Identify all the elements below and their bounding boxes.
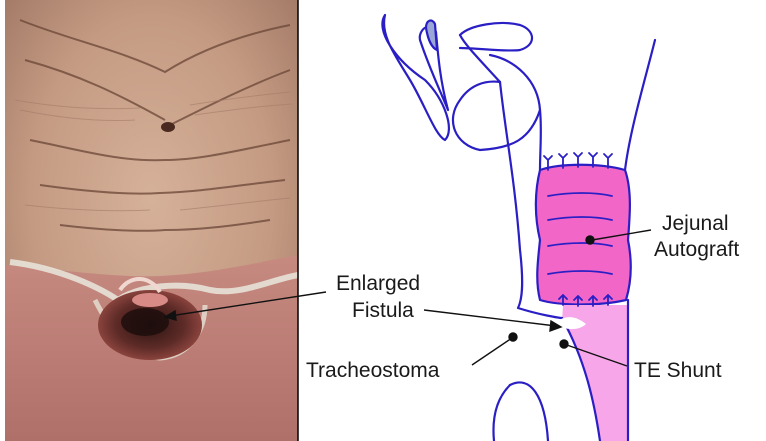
clinical-photo xyxy=(5,0,298,441)
te-shunt-dot xyxy=(560,340,568,348)
label-jejunal-line1: Jejunal xyxy=(662,212,729,235)
label-enlarged-line1: Enlarged xyxy=(336,272,420,295)
jejunal-dot xyxy=(586,236,594,244)
label-te-shunt: TE Shunt xyxy=(634,359,722,382)
label-tracheostoma: Tracheostoma xyxy=(306,359,440,382)
tracheostoma-dot xyxy=(509,333,517,341)
label-jejunal-line2: Autograft xyxy=(654,238,739,261)
tracheostoma-leader xyxy=(472,338,512,365)
label-enlarged-line2: Fistula xyxy=(352,299,414,322)
jejunal-autograft-shape xyxy=(536,165,631,305)
